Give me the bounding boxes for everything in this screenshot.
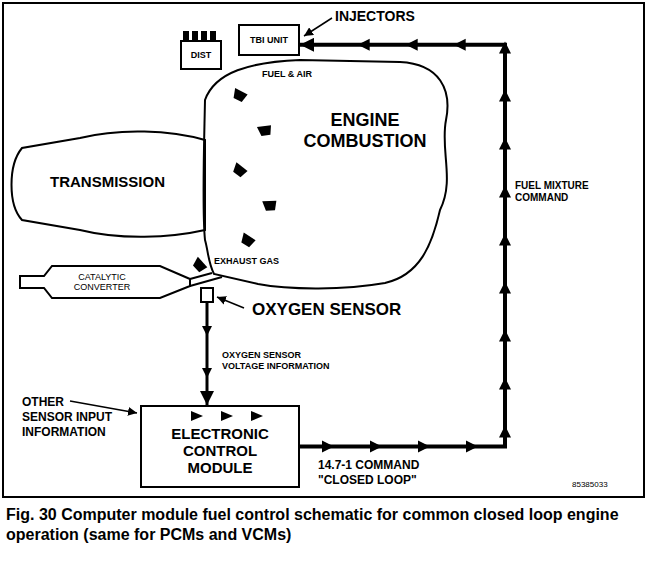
flow-arrowhead	[322, 441, 334, 453]
distributor-box: DIST	[180, 40, 222, 70]
connector-label: FUEL MIXTURE COMMAND	[515, 180, 607, 204]
engine-outline-path	[203, 60, 447, 288]
node-title: FUEL & AIR	[262, 69, 312, 79]
signal-arrow	[221, 411, 233, 421]
command-note: 14.7-1 COMMAND "CLOSED LOOP"	[318, 458, 443, 488]
node-title: OXYGEN SENSOR	[252, 300, 401, 320]
transmission-outline-path	[12, 131, 206, 236]
flow-arrowhead	[202, 368, 212, 378]
figure-caption: Fig. 30 Computer module fuel control sch…	[6, 505, 636, 545]
flow-arrowhead	[202, 326, 212, 336]
flow-arrow	[231, 88, 248, 103]
node-title: DIST	[191, 50, 212, 60]
catalytic-converter: CATALYTIC CONVERTER	[18, 264, 192, 300]
connector-group	[300, 39, 511, 453]
figure-code: 85385033	[572, 480, 608, 490]
connector-line	[206, 303, 209, 405]
flow-arrowhead	[499, 282, 511, 294]
distributor-terminals	[183, 31, 189, 40]
leader-line	[304, 18, 332, 36]
control-module-box: ELECTRONIC CONTROL MODULE	[140, 405, 300, 488]
signal-arrow	[251, 411, 263, 421]
connector-group	[202, 303, 212, 405]
connector-line	[300, 45, 505, 447]
signal-arrows	[142, 407, 298, 423]
flow-arrowhead	[454, 39, 466, 51]
oxygen-sensor: OXYGEN SENSOR	[200, 287, 214, 303]
flow-arrowhead	[499, 426, 511, 438]
node-title: TRANSMISSION	[20, 173, 195, 190]
flow-arrow	[257, 123, 273, 137]
node-title: ELECTRONIC CONTROL MODULE	[168, 425, 273, 476]
callout-label: INJECTORS	[335, 8, 415, 25]
flow-arrowhead	[499, 138, 511, 150]
node-title: TBI UNIT	[250, 35, 288, 45]
distributor-terminals	[192, 31, 198, 40]
flow-arrow	[239, 233, 256, 249]
distributor-terminals	[201, 31, 207, 40]
flow-arrowhead	[499, 378, 511, 390]
connector-label: OXYGEN SENSOR VOLTAGE INFORMATION	[222, 350, 342, 372]
distributor-terminals	[210, 31, 216, 40]
flow-arrowhead	[358, 39, 370, 51]
flow-arrowhead	[499, 186, 511, 198]
flow-arrowhead	[370, 441, 382, 453]
tbi-unit-box: TBI UNIT	[238, 24, 300, 56]
flow-arrowhead	[406, 39, 418, 51]
flow-arrowhead	[499, 234, 511, 246]
node-text: ENGINE COMBUSTION	[295, 110, 435, 152]
flow-arrow	[191, 257, 209, 274]
node-title: CATALYTIC CONVERTER	[62, 272, 142, 292]
flow-label: EXHAUST GAS	[214, 256, 279, 267]
catalytic-converter-path	[20, 266, 190, 298]
figure-frame	[3, 3, 644, 497]
signal-arrow	[191, 411, 203, 421]
leader-line	[217, 297, 244, 308]
flow-arrow	[262, 199, 278, 212]
flow-arrowhead	[418, 441, 430, 453]
flow-arrowhead	[499, 90, 511, 102]
flow-arrowhead	[466, 441, 478, 453]
flow-arrowhead	[499, 330, 511, 342]
flow-arrowhead	[499, 42, 511, 54]
flow-arrow	[231, 162, 249, 179]
distributor-terminals	[183, 31, 216, 40]
input-note: OTHER SENSOR INPUT INFORMATION	[22, 395, 114, 440]
transmission-outline: TRANSMISSION	[6, 126, 208, 242]
